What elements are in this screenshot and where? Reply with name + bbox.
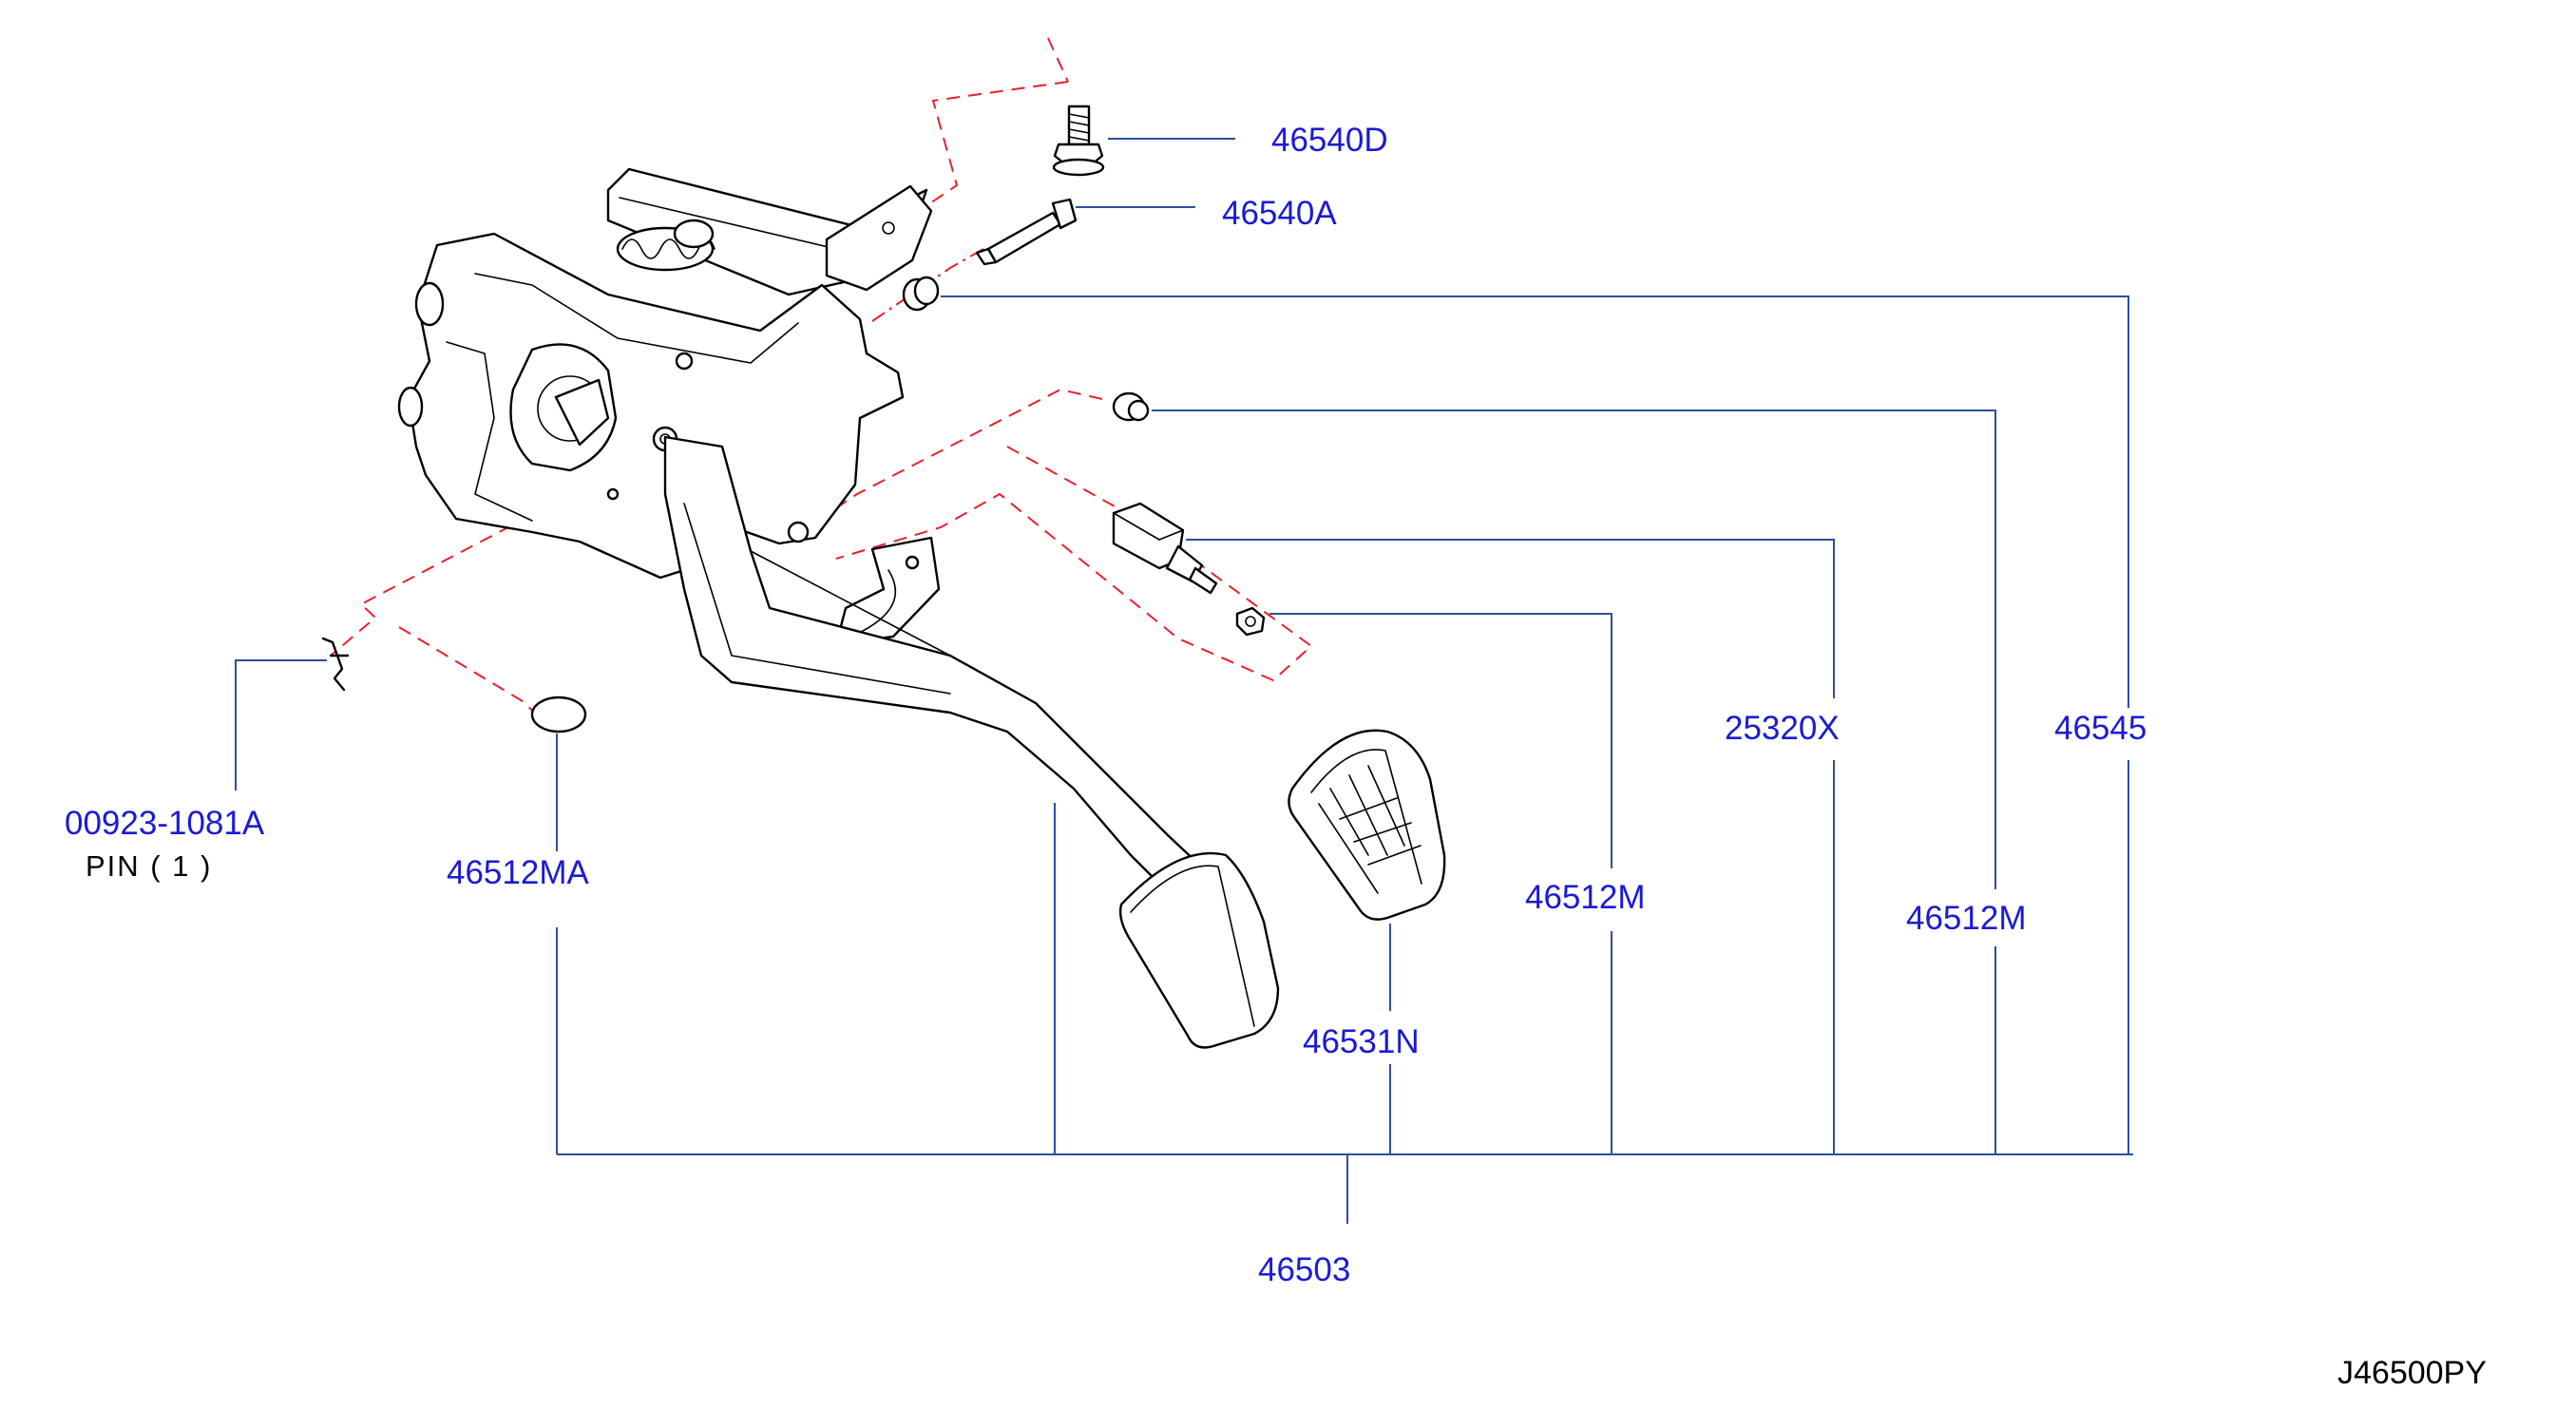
bolt-46540a <box>975 198 1078 266</box>
alignment-line-bolt-a <box>871 248 984 322</box>
label-46512ma: 46512MA <box>447 854 589 891</box>
bracket-side-plate <box>407 232 905 580</box>
pedal-pad-cover-46531n <box>1288 729 1446 921</box>
bracket-lower-tab <box>834 536 941 646</box>
leader-00923 <box>235 659 327 791</box>
leader-46512m-upper <box>1152 410 1996 889</box>
alignment-line-stop-lamp <box>805 388 1103 529</box>
label-46540d: 46540D <box>1271 122 1388 159</box>
stopper-46512m-upper <box>1112 391 1150 422</box>
switch-25320x <box>1112 502 1218 595</box>
label-46545: 46545 <box>2054 710 2147 747</box>
pedal-bracket-assembly <box>397 167 941 646</box>
label-46512m-lower: 46512M <box>1525 879 1645 916</box>
bushing-46545 <box>902 276 940 312</box>
label-diagram-ref: J46500PY <box>2337 1355 2487 1391</box>
label-46512m-upper: 46512M <box>1906 900 2026 937</box>
label-25320x: 25320X <box>1725 710 1840 747</box>
leader-25320x <box>1186 539 1835 698</box>
leader-lines <box>235 138 2133 1224</box>
bracket-upper-flange <box>825 184 933 292</box>
bushing-46512ma <box>530 695 587 734</box>
stud-bolt-46540d <box>1052 105 1105 177</box>
clutch-pedal <box>663 435 1280 1049</box>
label-46503: 46503 <box>1258 1251 1350 1288</box>
label-00923-1081a: 00923-1081A <box>65 805 265 842</box>
pedal-pad <box>1118 851 1280 1049</box>
part-labels: 46540D 46540A 00923-1081A PIN ( 1 ) 4651… <box>65 122 2487 1391</box>
leader-46545 <box>941 295 2129 708</box>
nut-46512m-lower <box>1235 606 1266 637</box>
label-pin-note: PIN ( 1 ) <box>86 849 212 883</box>
alignment-line-bushing <box>398 626 547 725</box>
label-46531n: 46531N <box>1303 1023 1420 1060</box>
leader-46512m-lower <box>1269 613 1612 868</box>
alignment-line-pin <box>330 474 609 657</box>
label-46540a: 46540A <box>1222 195 1337 232</box>
pin-00923-1081a <box>321 637 350 692</box>
